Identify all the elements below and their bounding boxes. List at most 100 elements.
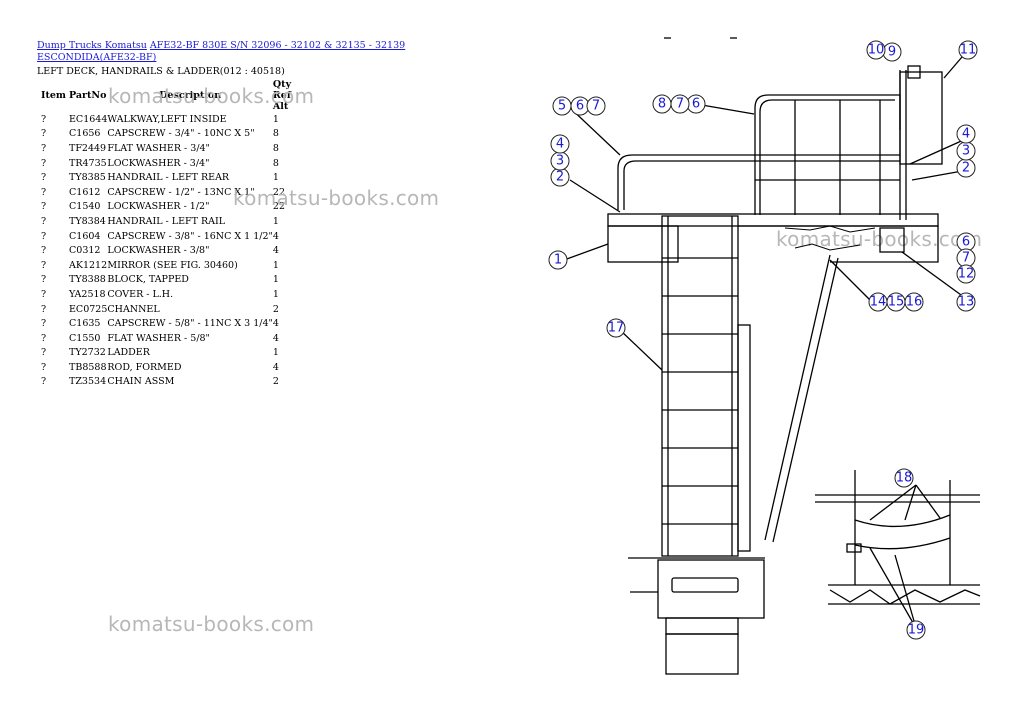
callout-7: 7 <box>586 96 606 116</box>
callout-label: 3 <box>962 144 970 159</box>
cell-partno: C1540 <box>69 201 101 213</box>
cell-qty: 2 <box>272 303 279 315</box>
cell-qty: 1 <box>272 259 279 271</box>
cell-qty: 2 <box>272 376 279 388</box>
cell-item: ? <box>41 347 47 359</box>
callout-label: 16 <box>906 295 923 310</box>
cell-item: ? <box>41 201 47 213</box>
cell-item: ? <box>41 274 47 286</box>
section-title: LEFT DECK, HANDRAILS & LADDER(012 : 4051… <box>37 66 285 77</box>
callout-label: 8 <box>658 97 666 112</box>
callout-label: 4 <box>962 127 970 142</box>
cell-description: BLOCK, TAPPED <box>107 274 189 286</box>
breadcrumb-link-dump-trucks[interactable]: Dump Trucks Komatsu <box>37 40 147 51</box>
watermark: komatsu-books.com <box>776 227 983 251</box>
cell-description: CAPSCREW - 3/8" - 16NC X 1 1/2" <box>107 230 273 242</box>
callout-5: 5 <box>552 96 572 116</box>
cell-item: ? <box>41 288 47 300</box>
callout-16: 16 <box>904 292 924 312</box>
cell-item: ? <box>41 332 47 344</box>
cell-partno: C1612 <box>69 186 101 198</box>
cell-partno: TF2449 <box>69 142 107 154</box>
cell-partno: TR4735 <box>69 157 107 169</box>
callout-circle <box>548 250 568 270</box>
cell-item: ? <box>41 128 47 140</box>
callout-label: 7 <box>962 251 970 266</box>
callout-circle <box>586 96 606 116</box>
cell-description: CAPSCREW - 1/2" - 13NC X 1" <box>107 186 255 198</box>
cell-partno: AK1212 <box>69 259 108 271</box>
cell-description: FLAT WASHER - 5/8" <box>107 332 210 344</box>
callout-label: 1 <box>554 253 562 268</box>
cell-qty: 22 <box>272 186 285 198</box>
cell-item: ? <box>41 230 47 242</box>
callout-label: 17 <box>608 321 625 336</box>
callout-circle <box>866 40 886 60</box>
cell-partno: EC1644 <box>69 113 108 125</box>
cell-description: HANDRAIL - LEFT RAIL <box>107 215 226 227</box>
cell-item: ? <box>41 259 47 271</box>
cell-qty: 1 <box>272 172 279 184</box>
col-header-qty: Qty Ref Alt <box>273 79 299 112</box>
breadcrumb: Dump Trucks Komatsu AFE32-BF 830E S/N 32… <box>37 40 467 64</box>
cell-partno: C0312 <box>69 245 101 257</box>
callout-circle <box>956 124 976 144</box>
callout-3: 3 <box>550 151 570 171</box>
cell-qty: 1 <box>272 274 279 286</box>
callout-circle <box>906 620 926 640</box>
cell-qty: 1 <box>272 347 279 359</box>
cell-partno: TY8385 <box>69 172 106 184</box>
cell-partno: TY8388 <box>69 274 106 286</box>
cell-partno: EC0725 <box>69 303 108 315</box>
cell-qty: 4 <box>272 230 279 242</box>
cell-item: ? <box>41 113 47 125</box>
cell-qty: 1 <box>272 215 279 227</box>
cell-description: CAPSCREW - 5/8" - 11NC X 3 1/4" <box>107 318 273 330</box>
cell-qty: 4 <box>272 318 279 330</box>
cell-item: ? <box>41 142 47 154</box>
callout-label: 18 <box>896 471 913 486</box>
cell-description: CHAIN ASSM <box>107 376 175 388</box>
callout-label: 6 <box>576 99 584 114</box>
cell-partno: C1604 <box>69 230 101 242</box>
col-header-ref-label: Ref <box>272 90 291 101</box>
callout-2: 2 <box>550 167 570 187</box>
cell-description: CHANNEL <box>107 303 160 315</box>
callout-circle <box>550 134 570 154</box>
callout-circle <box>894 468 914 488</box>
cell-item: ? <box>41 172 47 184</box>
col-header-description: Description <box>159 90 222 101</box>
cell-item: ? <box>41 361 47 373</box>
callout-15: 15 <box>886 292 906 312</box>
col-header-partno: PartNo <box>69 90 107 101</box>
col-header-qty-label: Qty <box>272 79 292 90</box>
callout-4: 4 <box>550 134 570 154</box>
callout-label: 6 <box>692 97 700 112</box>
callout-19: 19 <box>906 620 926 640</box>
cell-item: ? <box>41 186 47 198</box>
watermark: komatsu-books.com <box>108 84 315 108</box>
cell-partno: C1656 <box>69 128 101 140</box>
cell-partno: C1635 <box>69 318 101 330</box>
callout-14: 14 <box>868 292 888 312</box>
callout-circle <box>956 292 976 312</box>
table-header-row: Item PartNo Description Qty Ref Alt <box>37 79 299 112</box>
callout-label: 5 <box>558 99 566 114</box>
cell-item: ? <box>41 376 47 388</box>
breadcrumb-link-model[interactable]: AFE32-BF 830E S/N 32096 - 32102 & 32135 … <box>37 40 406 63</box>
callout-label: 14 <box>870 295 887 310</box>
parts-table: Item PartNo Description Qty Ref Alt ? EC1… <box>37 79 299 389</box>
callout-6: 6 <box>686 94 706 114</box>
